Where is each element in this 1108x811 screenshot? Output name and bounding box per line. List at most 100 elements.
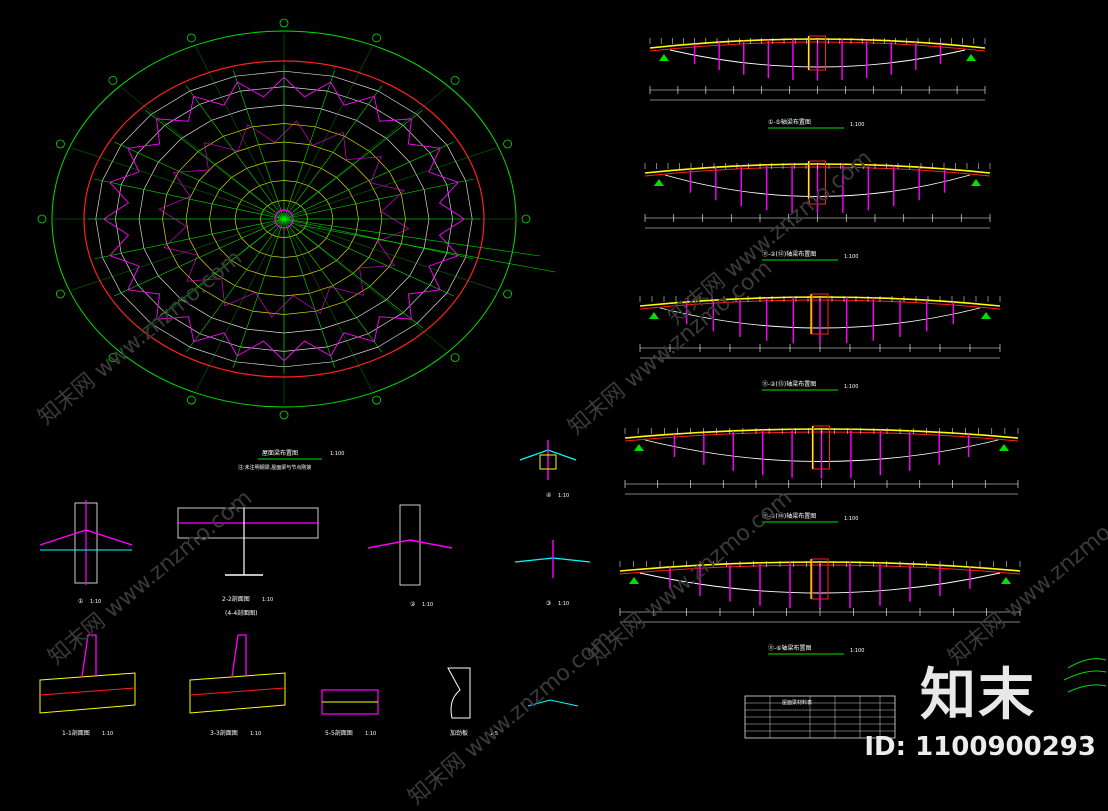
support — [971, 179, 981, 186]
axis-line — [71, 218, 285, 291]
beam-flange — [367, 539, 453, 549]
axis-bubble — [372, 33, 382, 43]
radial-beam — [114, 141, 285, 220]
radial-beam — [283, 218, 383, 353]
elevation-scale: 1:100 — [844, 516, 858, 522]
elevation-scale: 1:100 — [850, 122, 864, 128]
leader-line — [283, 218, 541, 257]
support — [981, 312, 991, 319]
cad-drawing: 屋面梁布置图 1:100 注:未注明钢梁,屋面梁与节点刚接 ①-⑤轴梁布置图 1:100… — [37, 18, 1107, 739]
axis-line — [283, 147, 497, 220]
axis-bubble — [186, 395, 196, 405]
elevation-title: ①-⑤轴梁布置图 — [768, 118, 811, 126]
radial-beam — [283, 218, 474, 260]
radial-beam — [145, 109, 285, 220]
axis-line — [71, 147, 285, 220]
radial-beam — [232, 218, 285, 368]
radial-beam — [283, 70, 336, 220]
detail-scale: 1:10 — [422, 602, 433, 608]
axis-line — [283, 218, 447, 351]
support — [629, 577, 639, 584]
stiffener — [231, 634, 247, 678]
detail-title: ③ — [546, 600, 551, 607]
radial-beam — [232, 70, 285, 220]
sketch — [527, 699, 579, 707]
beam-centerline — [39, 687, 136, 696]
axis-bubble — [372, 395, 382, 405]
roof-plan — [37, 18, 556, 420]
connection-plate — [539, 454, 557, 470]
axis-line — [195, 47, 285, 220]
detail-scale: 1:10 — [558, 601, 569, 607]
detail-title: 5-5剖面图 — [325, 729, 353, 737]
elevation-title: ⑪-②(⑬)轴梁布置图 — [762, 380, 816, 388]
elevation-title: ⑪-②(⑫)轴梁布置图 — [762, 250, 816, 258]
detail-title: ④ — [546, 492, 551, 499]
column-outline — [399, 504, 421, 586]
plan-note: 注:未注明钢梁,屋面梁与节点刚接 — [238, 464, 311, 471]
axis-line — [121, 87, 285, 220]
radial-beam — [283, 141, 454, 220]
radial-beam — [94, 218, 285, 260]
radial-beam — [283, 85, 383, 220]
axis-line — [283, 218, 497, 291]
radial-beam — [94, 178, 285, 220]
radial-beam — [145, 218, 285, 329]
radial-beam — [185, 85, 285, 220]
detail-title: 3-3剖面图 — [210, 729, 238, 737]
center-post — [809, 35, 826, 71]
axis-bubble — [503, 139, 512, 149]
detail-scale: 1:10 — [558, 493, 569, 499]
radial-beam — [283, 178, 474, 220]
brand-id: ID: 1100900293 — [864, 732, 1096, 762]
support — [659, 54, 669, 61]
radial-beam — [114, 218, 285, 297]
axis-bubble — [56, 289, 65, 299]
center-post — [809, 160, 826, 205]
axis-bubble — [108, 76, 118, 85]
axis-bubble — [521, 214, 531, 224]
axis-line — [121, 218, 285, 351]
radial-beam — [283, 109, 423, 220]
plan-scale: 1:100 — [330, 451, 344, 457]
detail-scale: 1:10 — [365, 731, 376, 737]
axis-line — [195, 218, 285, 391]
support — [1001, 577, 1011, 584]
plan-title: 屋面梁布置图 — [262, 449, 298, 457]
axis-bubble — [108, 353, 118, 362]
center-ring — [274, 209, 294, 229]
detail-title: 加劲板 — [450, 729, 468, 737]
axis-bubble — [56, 139, 65, 149]
center-post — [811, 558, 829, 600]
detail-title: ② — [410, 601, 416, 608]
detail-title: 1-1剖面图 — [62, 729, 90, 737]
elevation-drawings — [619, 35, 1021, 623]
table-title: 屋面梁材料表 — [782, 699, 812, 706]
support — [634, 444, 644, 451]
axis-bubble — [279, 410, 289, 420]
detail-title: 2-2剖面图 — [222, 595, 250, 603]
detail-title: (4-4剖面图) — [225, 609, 257, 617]
axis-line — [283, 218, 373, 391]
support — [649, 312, 659, 319]
axis-bubble — [503, 289, 512, 299]
break-line — [1063, 658, 1107, 693]
elevation-title: ⑪-⑥轴梁布置图 — [768, 644, 812, 652]
elevation-scale: 1:100 — [850, 648, 864, 654]
stiffener-plate — [447, 667, 471, 719]
radial-beam — [283, 218, 423, 329]
material-table — [744, 695, 896, 739]
center-post — [811, 293, 829, 335]
support — [999, 444, 1009, 451]
detail-scale: 1:5 — [490, 731, 498, 737]
detail-scale: 1:10 — [262, 597, 273, 603]
brand-logo: 知末 — [920, 663, 1036, 728]
beam-centerline — [189, 687, 286, 696]
radial-beam — [185, 218, 285, 353]
radial-beam — [283, 218, 454, 297]
axis-bubble — [186, 33, 196, 43]
axis-bubble — [37, 214, 47, 224]
axis-bubble — [450, 76, 460, 85]
axis-line — [283, 47, 373, 220]
detail-title: ① — [78, 598, 83, 605]
